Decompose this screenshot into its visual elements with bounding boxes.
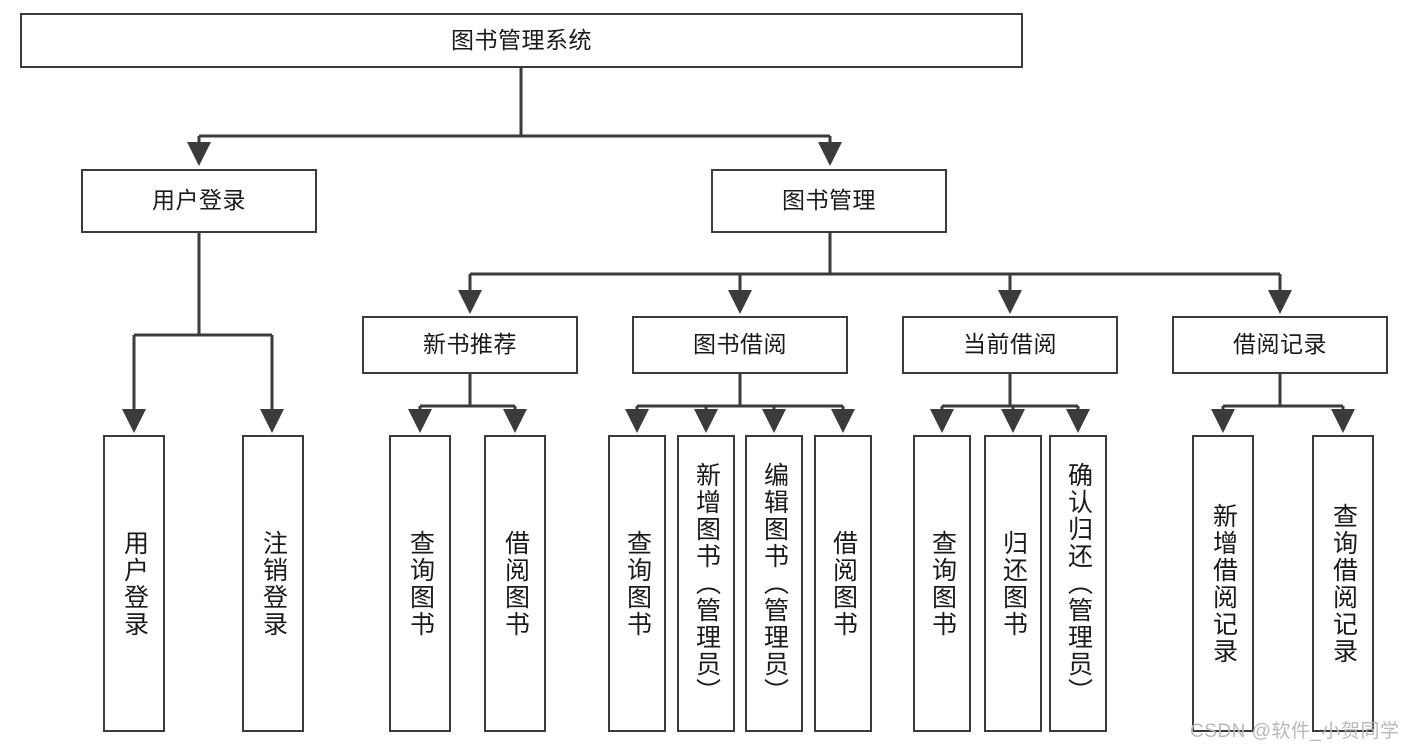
- node-leaf-borrow-book-2-label: 借阅图书: [829, 529, 858, 638]
- node-leaf-query-book-2[interactable]: 查询图书: [608, 435, 666, 732]
- node-leaf-edit-book[interactable]: 编辑图书（管理员）: [745, 435, 803, 732]
- node-book-borrow-label: 图书借阅: [693, 331, 787, 358]
- node-borrow-record[interactable]: 借阅记录: [1172, 316, 1388, 374]
- node-leaf-add-record-label: 新增借阅记录: [1209, 502, 1238, 665]
- node-leaf-borrow-book-1-label: 借阅图书: [501, 529, 530, 638]
- node-leaf-borrow-book-1[interactable]: 借阅图书: [484, 435, 546, 732]
- node-root-label: 图书管理系统: [451, 26, 592, 53]
- node-leaf-borrow-book-2[interactable]: 借阅图书: [814, 435, 872, 732]
- csdn-watermark: CSDN @软件_小贺同学: [1190, 721, 1400, 742]
- node-book-borrow[interactable]: 图书借阅: [632, 316, 848, 374]
- node-current-borrow[interactable]: 当前借阅: [902, 316, 1118, 374]
- node-leaf-query-record-label: 查询借阅记录: [1329, 502, 1358, 665]
- node-leaf-query-book-2-label: 查询图书: [623, 529, 652, 638]
- node-leaf-logout-label: 注销登录: [259, 529, 288, 638]
- node-leaf-return-book[interactable]: 归还图书: [984, 435, 1042, 732]
- node-leaf-add-book[interactable]: 新增图书（管理员）: [677, 435, 735, 732]
- node-leaf-confirm-return[interactable]: 确认归还（管理员）: [1049, 435, 1107, 732]
- node-leaf-query-book-3[interactable]: 查询图书: [913, 435, 971, 732]
- node-leaf-return-book-label: 归还图书: [999, 529, 1028, 638]
- node-leaf-add-record[interactable]: 新增借阅记录: [1192, 435, 1254, 732]
- node-book-manage[interactable]: 图书管理: [711, 169, 947, 233]
- node-leaf-query-book-1[interactable]: 查询图书: [389, 435, 451, 732]
- node-current-borrow-label: 当前借阅: [963, 331, 1057, 358]
- node-leaf-user-login-label: 用户登录: [120, 529, 149, 638]
- node-leaf-user-login[interactable]: 用户登录: [103, 435, 165, 732]
- node-new-book-rec[interactable]: 新书推荐: [362, 316, 578, 374]
- node-book-manage-label: 图书管理: [782, 187, 876, 214]
- node-leaf-edit-book-label: 编辑图书（管理员）: [760, 462, 789, 705]
- node-leaf-add-book-label: 新增图书（管理员）: [692, 462, 721, 705]
- node-leaf-query-book-1-label: 查询图书: [406, 529, 435, 638]
- node-root[interactable]: 图书管理系统: [20, 13, 1023, 68]
- node-leaf-query-book-3-label: 查询图书: [928, 529, 957, 638]
- node-leaf-query-record[interactable]: 查询借阅记录: [1312, 435, 1374, 732]
- node-user-login-label: 用户登录: [152, 187, 246, 214]
- node-user-login[interactable]: 用户登录: [81, 169, 317, 233]
- node-leaf-logout[interactable]: 注销登录: [242, 435, 304, 732]
- node-borrow-record-label: 借阅记录: [1233, 331, 1327, 358]
- node-new-book-rec-label: 新书推荐: [423, 331, 517, 358]
- node-leaf-confirm-return-label: 确认归还（管理员）: [1064, 462, 1093, 705]
